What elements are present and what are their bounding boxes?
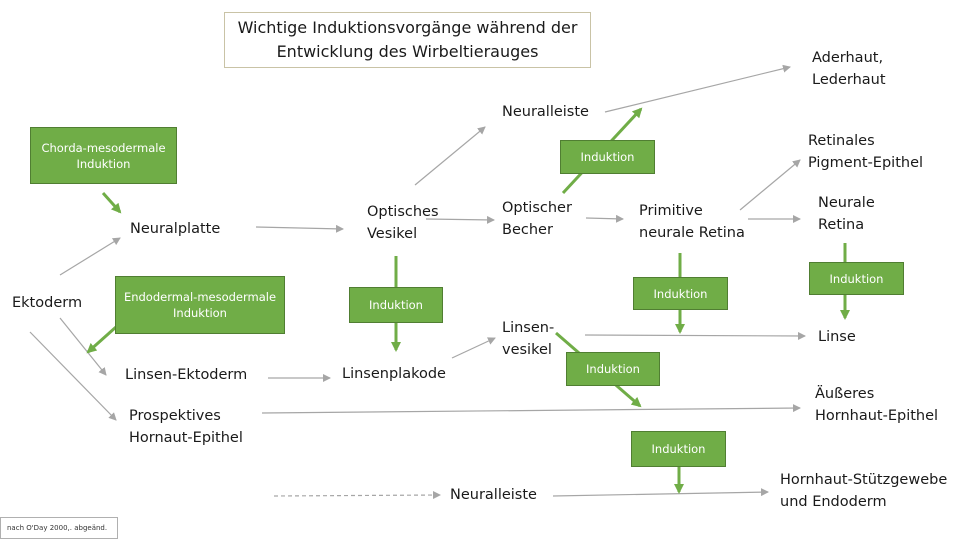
node-aeusseres-hornhaut-epithel: Äußeres Hornhaut-Epithel [815,386,939,424]
arrow-neuralplatte-optisches-vesikel [255,224,344,233]
induction-arrow-endodermal-linsen-ektoderm [86,325,117,354]
node-linse: Linse [818,329,856,345]
induktion-box-vesikel: Induktion [349,287,443,323]
induktion-box-retina: Induktion [633,277,728,310]
induktion-box-hornhaut: Induktion [631,431,726,467]
arrow-optisches-vesikel-optischer-becher [425,215,495,224]
node-linsen-ektoderm: Linsen-Ektoderm [125,367,248,383]
arrow-neuralleiste-aderhaut [604,64,791,113]
arrow-optisches-vesikel-neuralleiste [414,126,486,186]
arrow-ektoderm-linsen-ektoderm [59,317,107,376]
induktion-box-linsenvesikel: Induktion [566,352,660,386]
node-aderhaut-lederhaut: Aderhaut, Lederhaut [812,50,886,88]
node-optisches-vesikel: Optisches Vesikel [367,204,439,242]
node-retinales-pigment-epithel: Retinales Pigment-Epithel [808,133,924,171]
arrow-linsenplakode-linsenvesikel [451,337,496,359]
node-primitive-neurale-retina: Primitive neurale Retina [639,203,745,241]
node-prospektives-hornhaut-epithel: Prospektives Hornaut-Epithel [129,408,243,446]
node-neuralleiste-bottom: Neuralleiste [450,487,537,503]
arrow-dashed-to-neuralleiste [273,491,441,500]
node-ektoderm: Ektoderm [12,295,83,311]
arrow-ektoderm-prospektives-hornhaut [29,331,117,421]
node-linsenvesikel: Linsen- vesikel [502,320,555,358]
diagram-title: Wichtige Induktionsvorgänge während der … [224,12,591,68]
arrow-primitive-retina-pigment-epithel [739,159,801,211]
induktion-box-neurale-retina: Induktion [809,262,904,295]
endodermal-mesodermale-induktion-box: Endodermal-mesodermale Induktion [115,276,285,334]
source-note: nach O'Day 2000,. abgeänd. [0,517,118,539]
node-linsenplakode: Linsenplakode [342,366,446,382]
node-hornhaut-stuetzgewebe-endoderm: Hornhaut-Stützgewebe und Endoderm [780,472,948,510]
chorda-mesodermale-induktion-box: Chorda-mesodermale Induktion [30,127,177,184]
node-optischer-becher: Optischer Becher [502,200,572,238]
arrow-ektoderm-neuralplatte [59,237,121,276]
node-neurale-retina: Neurale Retina [818,195,875,233]
arrow-linsenvesikel-linse [584,331,806,340]
node-neuralleiste-top: Neuralleiste [502,104,589,120]
arrow-optischer-becher-primitive-retina [585,214,624,223]
induction-arrow-chorda-neuralplatte [101,191,122,214]
induktion-box-becher: Induktion [560,140,655,174]
node-neuralplatte: Neuralplatte [130,221,221,237]
arrow-neuralleiste-hornhaut-stuetzgewebe [552,488,769,497]
arrow-prospektiv-aeusseres-hornhaut [261,404,801,414]
